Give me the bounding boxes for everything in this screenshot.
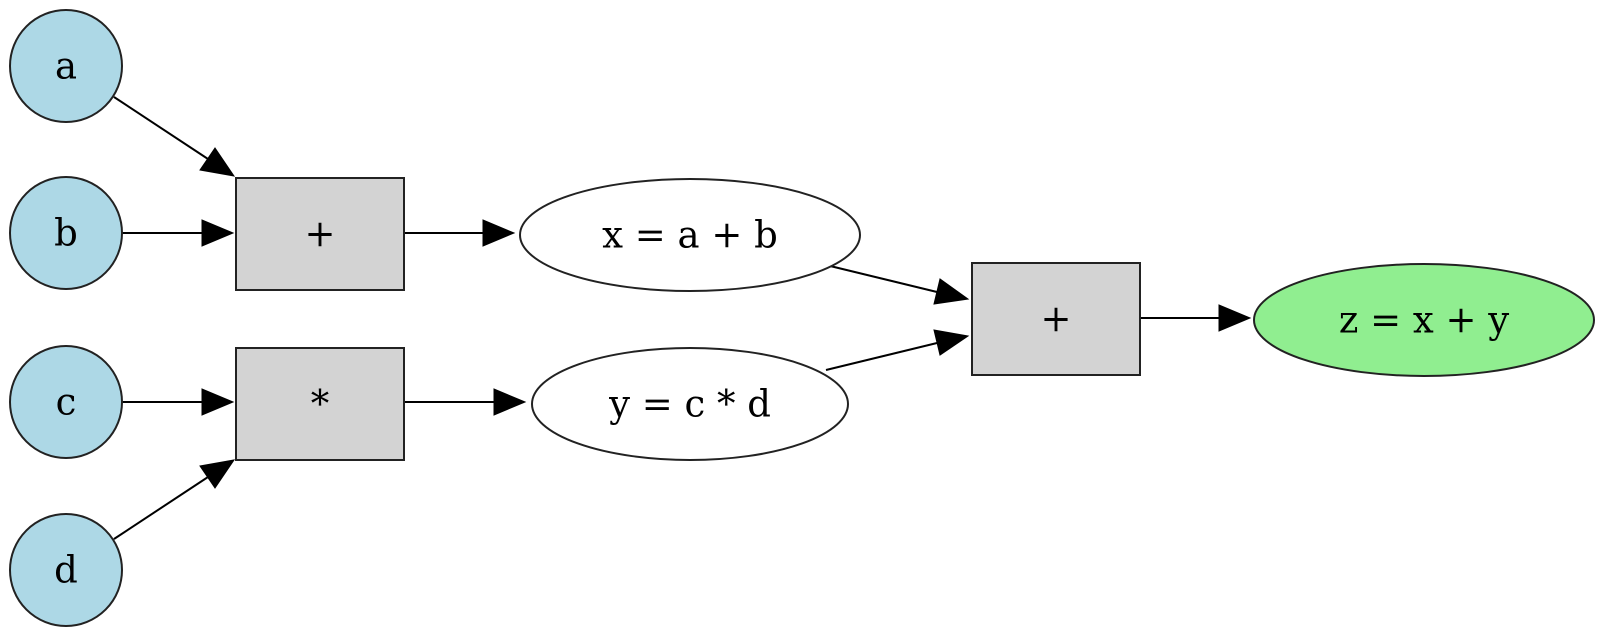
- node-z-shape: [1253, 263, 1595, 377]
- node-op-add2-shape: [971, 262, 1141, 376]
- node-op-add2-label: +: [1040, 298, 1071, 341]
- node-op-add1-label: +: [304, 213, 335, 256]
- node-op-mul-label: *: [311, 383, 330, 426]
- node-z: z = x + y: [1253, 263, 1595, 377]
- node-b-shape: [9, 176, 123, 290]
- node-x: x = a + b: [519, 178, 861, 292]
- edge-a-to-add1: [113, 96, 236, 177]
- node-d: d: [9, 513, 123, 627]
- node-y-label: y = c * d: [608, 383, 771, 426]
- edge-mul-to-y: [402, 388, 527, 416]
- edge-b-to-add1: [122, 219, 235, 247]
- node-d-label: d: [54, 549, 78, 592]
- node-y: y = c * d: [531, 347, 849, 461]
- node-op-add1-shape: [235, 177, 405, 291]
- node-b: b: [9, 176, 123, 290]
- node-z-label: z = x + y: [1339, 299, 1509, 342]
- node-a-shape: [9, 9, 123, 123]
- node-a-label: a: [55, 45, 77, 88]
- node-op-mul: *: [235, 347, 405, 461]
- node-op-mul-shape: [235, 347, 405, 461]
- node-b-label: b: [54, 212, 78, 255]
- node-c-label: c: [56, 381, 77, 424]
- edge-c-to-mul: [122, 388, 235, 416]
- node-op-add1: +: [235, 177, 405, 291]
- node-a: a: [9, 9, 123, 123]
- node-d-shape: [9, 513, 123, 627]
- edge-d-to-mul: [113, 459, 236, 540]
- node-x-label: x = a + b: [602, 214, 778, 257]
- node-c: c: [9, 345, 123, 459]
- edge-y-to-add2: [825, 329, 970, 371]
- edges: [113, 96, 1252, 540]
- edge-x-to-add2: [825, 264, 970, 305]
- node-op-add2: +: [971, 262, 1141, 376]
- node-c-shape: [9, 345, 123, 459]
- edge-add1-to-x: [402, 219, 516, 247]
- edge-add2-to-z: [1138, 304, 1252, 332]
- node-x-shape: [519, 178, 861, 292]
- node-y-shape: [531, 347, 849, 461]
